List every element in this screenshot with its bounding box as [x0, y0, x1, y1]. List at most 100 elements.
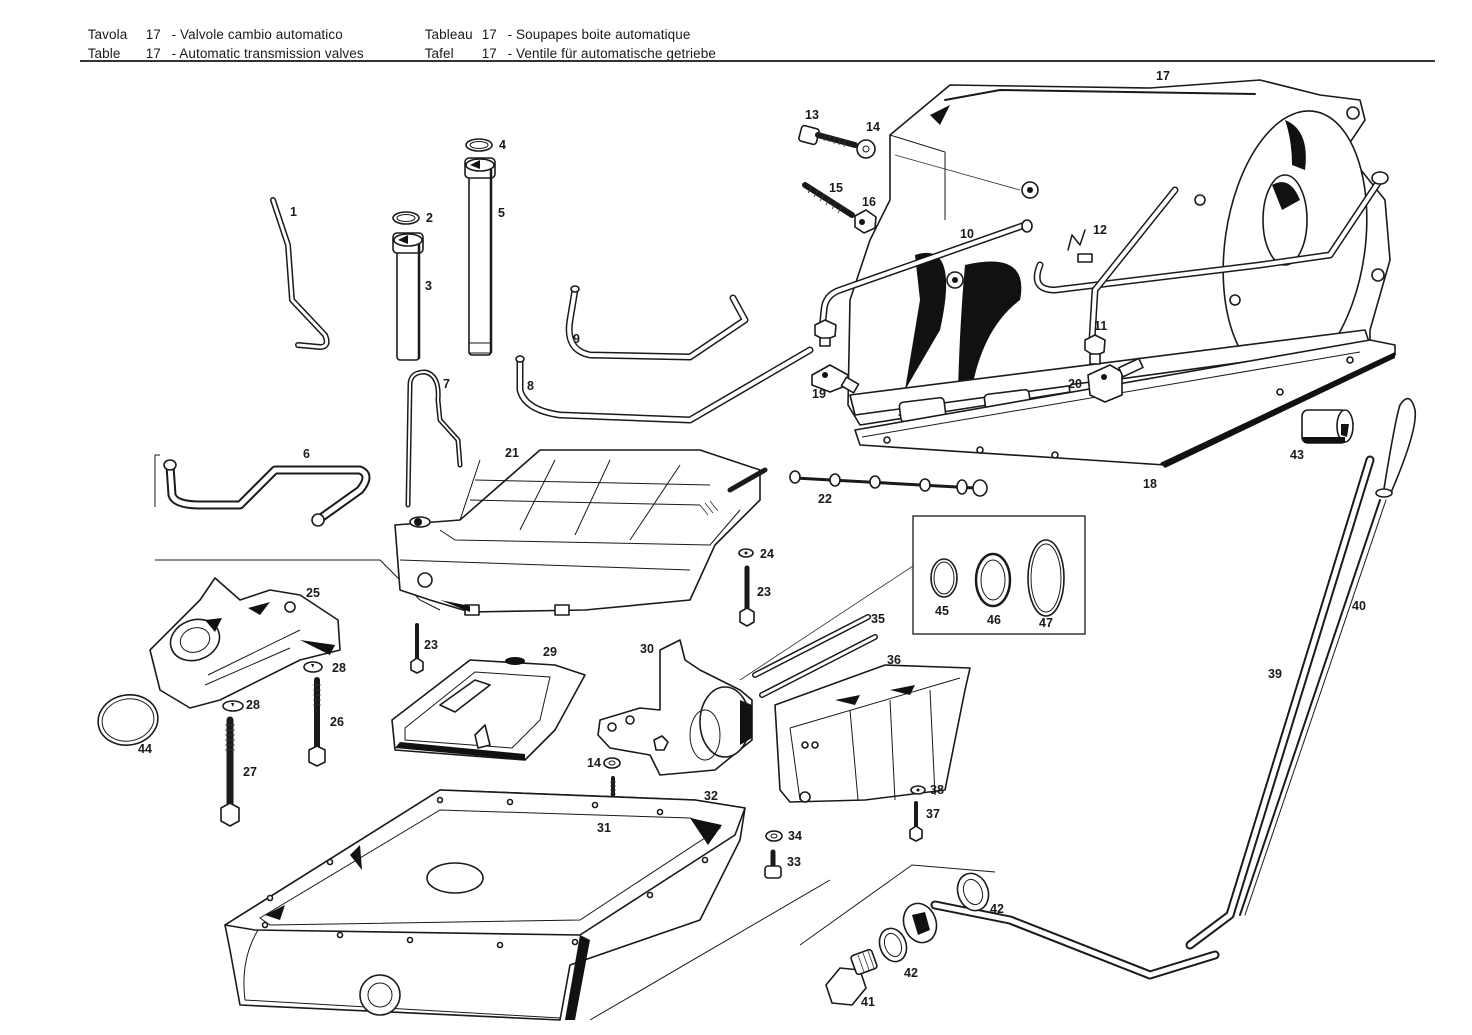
part-43-sleeve: [1301, 409, 1354, 444]
header-it-number: 17: [145, 27, 161, 42]
part-24-washer: [738, 548, 754, 558]
callout-42-right: 42: [990, 902, 1004, 916]
part-5-tube: [464, 157, 496, 356]
part-23-bolt-left: [410, 623, 424, 674]
part-38-washer: [910, 785, 926, 795]
part-14-lock-washer: [856, 139, 876, 159]
part-40-dipstick: [1239, 397, 1417, 916]
part-1-rod: [270, 197, 330, 350]
callout-10: 10: [960, 227, 974, 241]
callout-36: 36: [887, 653, 901, 667]
part-2-seal-ring: [392, 211, 420, 225]
callout-25: 25: [306, 586, 320, 600]
callout-4: 4: [499, 138, 506, 152]
callout-11: 11: [1094, 319, 1107, 333]
part-19-banjo-fitting: [811, 364, 860, 394]
part-28-washer-b: [222, 700, 244, 712]
callout-39: 39: [1268, 667, 1282, 681]
callout-7: 7: [443, 377, 450, 391]
seal-ring-inset: [739, 515, 1086, 681]
part-20-banjo-fitting: [1087, 357, 1144, 403]
callout-1: 1: [290, 205, 297, 219]
callout-24: 24: [760, 547, 774, 561]
header-fr-title: - Soupapes boite automatique: [507, 27, 691, 42]
part-42-seal-washer-b: [878, 927, 908, 963]
part-12-clip: [1067, 229, 1093, 263]
part-23-bolt-right: [739, 565, 755, 627]
part-26-bolt: [308, 677, 326, 767]
part-34-washer: [765, 830, 783, 842]
part-3-tube: [392, 232, 424, 361]
header-german: Tafel 17 - Ventile für automatische getri…: [417, 31, 716, 61]
callout-47: 47: [1039, 616, 1053, 630]
callout-32: 32: [704, 789, 718, 803]
callout-34: 34: [788, 829, 802, 843]
part-33-screw: [764, 849, 782, 879]
part-7-hairpin: [405, 369, 463, 508]
callout-31: 31: [597, 821, 611, 835]
part-29-cover-plate: [391, 657, 586, 761]
header-rule: [80, 60, 1435, 62]
callout-27: 27: [243, 765, 257, 779]
callout-9: 9: [573, 332, 580, 346]
part-8-pipe: [515, 346, 814, 424]
callout-14-top: 14: [866, 120, 880, 134]
part-17-transmission-case: [847, 79, 1391, 426]
callout-6: 6: [303, 447, 310, 461]
part-16-nut: [854, 209, 877, 234]
part-36-valve-body: [774, 664, 971, 803]
part-32-oil-pan: [224, 789, 831, 1021]
callout-2: 2: [426, 211, 433, 225]
callout-45: 45: [935, 604, 949, 618]
part-37-bolt: [909, 801, 923, 842]
part-28-washer-a: [303, 661, 323, 673]
part-4-seal-ring: [465, 138, 493, 152]
callout-3: 3: [425, 279, 432, 293]
callout-44: 44: [138, 742, 152, 756]
part-44-seal-ring: [97, 694, 159, 746]
callout-17: 17: [1156, 69, 1170, 83]
part-41-banjo-bolt: [825, 948, 878, 1006]
part-9-pipe: [565, 285, 749, 361]
callout-12: 12: [1093, 223, 1107, 237]
callout-29: 29: [543, 645, 557, 659]
callout-19: 19: [812, 387, 826, 401]
header-de-number: 17: [481, 46, 497, 61]
part-22-valve-spool: [789, 470, 988, 497]
part-14-washer: [603, 757, 621, 769]
callout-22: 22: [818, 492, 832, 506]
callout-41: 41: [861, 995, 875, 1009]
part-25-bracket: [149, 577, 341, 709]
header-en-number: 17: [145, 46, 161, 61]
callout-28-right: 28: [332, 661, 346, 675]
callout-13: 13: [805, 108, 819, 122]
header-de-label: Tafel: [424, 46, 454, 61]
callout-28-left: 28: [246, 698, 260, 712]
part-39-dipstick-tube: [930, 455, 1375, 980]
callout-40: 40: [1352, 599, 1366, 613]
header-fr-number: 17: [481, 27, 497, 42]
callout-23-right: 23: [757, 585, 771, 599]
part-30-actuator: [597, 639, 753, 776]
callout-15: 15: [829, 181, 843, 195]
part-27-bolt: [220, 716, 240, 827]
callout-8: 8: [527, 379, 534, 393]
part-21-valve-body: [394, 449, 768, 616]
callout-33: 33: [787, 855, 801, 869]
header-en-title: - Automatic transmission valves: [171, 46, 364, 61]
part-35-rods: [752, 614, 878, 698]
callout-5: 5: [498, 206, 505, 220]
part-15-stud: [802, 182, 855, 218]
callout-16: 16: [862, 195, 876, 209]
header-it-label: Tavola: [87, 27, 128, 42]
callout-14-bottom: 14: [587, 756, 601, 770]
banjo-eye: [902, 902, 938, 944]
header-de-title: - Ventile für automatische getriebe: [507, 46, 716, 61]
callout-20: 20: [1068, 377, 1082, 391]
callout-42-left: 42: [904, 966, 918, 980]
part-11-pipe: [1084, 186, 1179, 365]
